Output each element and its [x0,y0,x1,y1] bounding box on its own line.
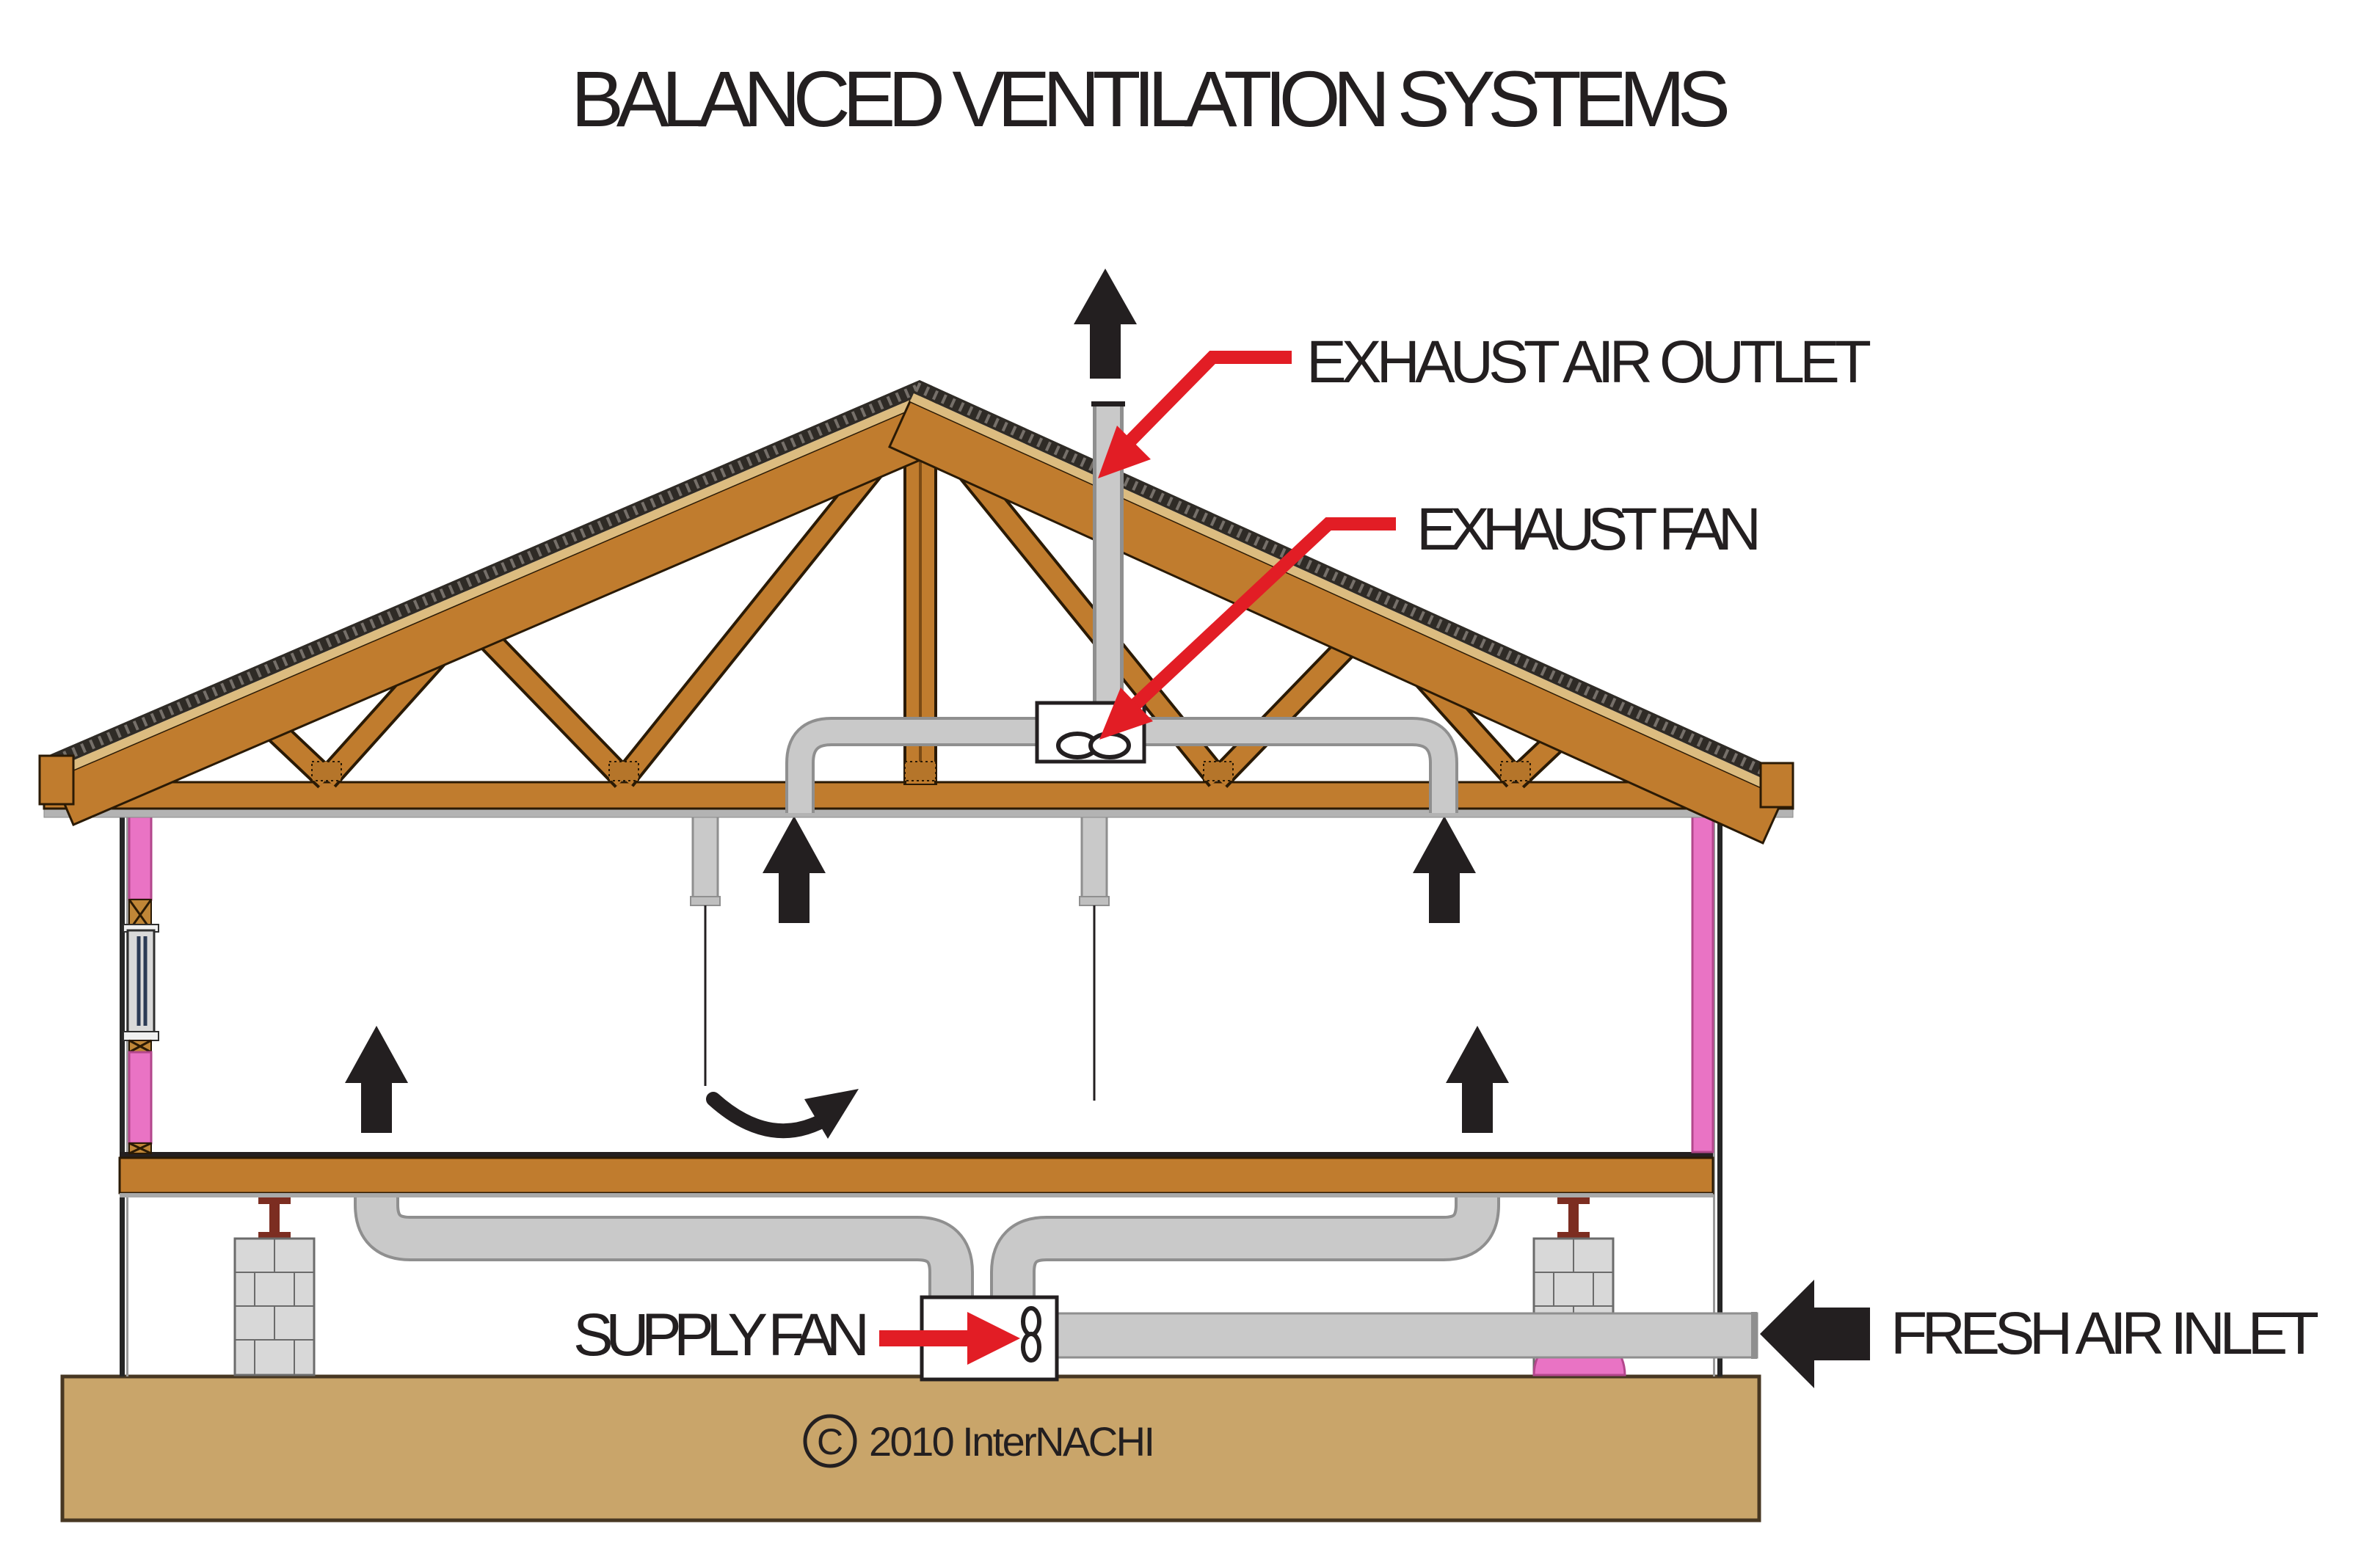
right-top-chord [888,400,1785,845]
left-pier-block-joints [235,1239,314,1375]
window [123,924,159,1041]
exhaust-duct-right [1142,717,1458,813]
ceiling-exhaust-pickup-right [1079,809,1110,1101]
copyright-circle-icon [803,1414,857,1468]
airflow-up-arrow-ceiling-left-icon [763,816,826,923]
window-frame [126,929,156,1035]
left-post-top-plate [258,1197,291,1204]
leader-arrowhead-exhaust-fan [1099,688,1153,740]
right-sheathing-line [1717,807,1722,1376]
left-fascia [38,754,75,806]
airflow-up-arrow-roof-icon [1074,269,1137,379]
fresh-air-left-arrow-icon [1760,1280,1870,1388]
left-pier [233,1197,316,1376]
left-shingle-texture [45,382,925,768]
pickup-endcap-right [1079,896,1110,906]
floor-joist-band [118,1156,1714,1195]
floor-underside-line [120,1193,1713,1197]
ceiling-exhaust-pickup-left [690,809,721,1086]
circulation-swoosh-arrow-icon [706,1089,859,1139]
roof-left-slope [44,380,950,826]
left-roof-sheathing [50,393,929,778]
left-steel-post [269,1202,280,1236]
left-wall-blocking-2 [128,1039,152,1054]
airflow-up-arrow-floor-right-icon [1446,1026,1509,1133]
fresh-air-pipe-endcap [1751,1312,1757,1359]
copyright-symbol: C [817,1421,843,1462]
supply-duct-right [990,1193,1500,1300]
left-wall [123,812,159,1155]
label-exhaust-fan: EXHAUST FAN [1416,496,1761,563]
floor [118,1152,1714,1197]
floor-top-line [120,1152,1713,1158]
ground-slab [60,1374,1761,1523]
window-glass [137,936,148,1026]
airflow-up-arrow-floor-left-icon [345,1026,408,1133]
right-post-bottom-plate [1557,1232,1590,1239]
roof-right-slope [888,380,1793,845]
window-sill [123,1031,159,1041]
supply-duct-right-pipe [993,1193,1497,1300]
left-wall-insulation-upper [128,812,153,901]
label-supply-fan: SUPPLY FAN [573,1302,870,1368]
supply-duct-left [354,1193,974,1300]
leader-exhaust-air-outlet [1098,351,1292,478]
right-post-top-plate [1557,1197,1590,1204]
fresh-air-pipe [1054,1312,1758,1359]
right-fascia [1759,762,1794,809]
truss-bottom-chord [43,781,1794,810]
supply-fan-red-arrow-icon [879,1312,1020,1365]
exhaust-fan-icon [1056,732,1131,759]
leader-exhaust-fan [1099,517,1396,740]
airflow-up-arrow-ceiling-right-icon [1413,816,1476,923]
supply-duct-left-pipe [357,1193,971,1300]
left-wall-sheathing [120,807,128,1376]
truss-webs [237,403,1605,789]
right-steel-post [1568,1202,1579,1236]
right-wall-insulation [1691,812,1714,1153]
slab-rect [60,1374,1761,1523]
supply-fan-icon [1021,1306,1041,1363]
fresh-air-duct [1054,1312,1758,1359]
stack-pipe-top-cap [1091,401,1125,406]
ceiling-drywall-strip [43,808,1794,818]
left-wall-blocking-3 [128,1142,152,1155]
leader-arrowhead-exhaust-air-outlet [1098,426,1151,478]
right-shingle-texture [914,382,1792,787]
pickup-endcap-left [690,896,721,906]
right-roof-sheathing [910,393,1787,798]
left-sheathing-inner-line [126,807,128,1376]
label-exhaust-air-outlet: EXHAUST AIR OUTLET [1306,329,1871,395]
copyright: C 2010 InterNACHI [803,1414,1155,1468]
page-title: BALANCED VENTILATION SYSTEMS [571,54,1731,143]
label-fresh-air-inlet: FRESH AIR INLET [1891,1300,2319,1367]
left-sheathing-line [120,807,125,1376]
exhaust-duct-left [785,717,1038,813]
left-post-bottom-plate [258,1232,291,1239]
left-wall-insulation-lower [128,1051,153,1145]
right-wall-sheathing [1713,807,1722,1376]
copyright-text: 2010 InterNACHI [869,1418,1155,1465]
right-wall [1691,812,1714,1153]
